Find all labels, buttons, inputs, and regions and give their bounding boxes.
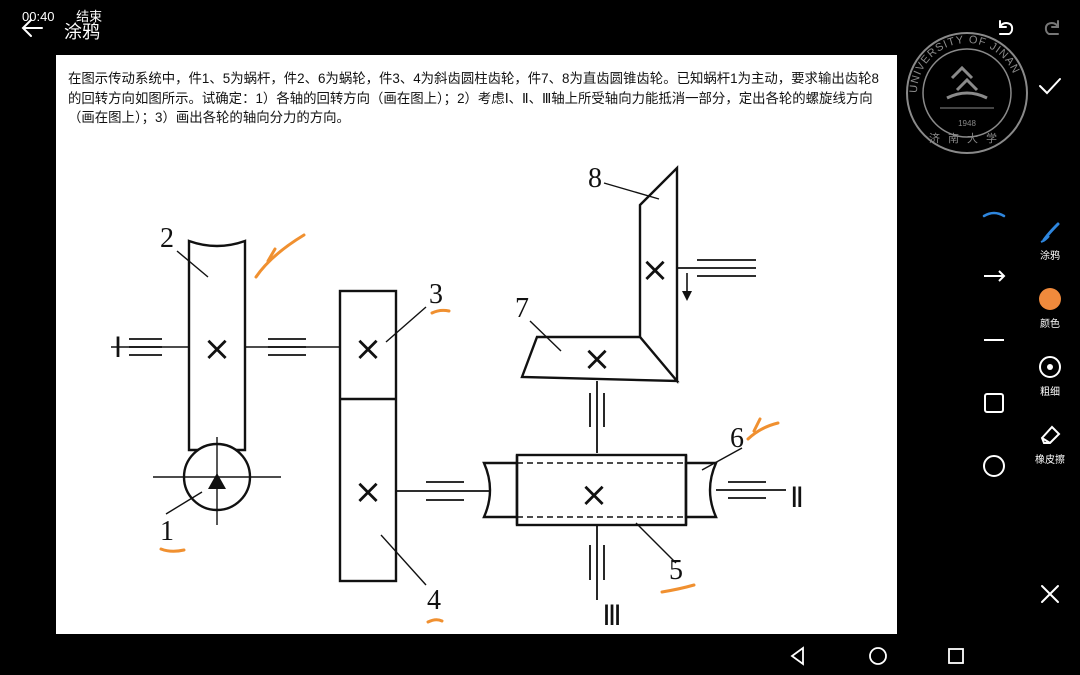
doodle-annotations [159,233,780,624]
seal-cn: 济南大学 [929,131,1005,145]
eraser-icon[interactable] [1032,416,1068,452]
page-title: 涂鸦 [64,22,100,42]
label-part-4: 4 [427,585,441,616]
thickness-icon[interactable] [1032,348,1068,384]
color-swatch-icon[interactable] [1032,280,1068,316]
pen-stroke-preview-icon[interactable] [976,196,1012,232]
axis-mark-gear8: × [641,250,670,290]
close-icon[interactable] [1036,580,1064,608]
nav-back-icon[interactable] [786,644,810,668]
label-part-2: 2 [160,223,174,254]
transmission-diagram: × × × × × × 2 1 3 4 7 8 6 5 Ⅰ Ⅱ Ⅲ [111,163,804,632]
circle-tool-icon[interactable] [976,448,1012,484]
undo-icon[interactable] [994,16,1018,40]
eraser-label: 橡皮擦 [1035,455,1065,466]
doodle-brush-icon[interactable] [1032,214,1068,250]
problem-text: 在图示传动系统中，件1、5为蜗杆，件2、6为蜗轮，件3、4为斜齿圆柱齿轮，件7、… [68,71,879,125]
axis-mark-gear3: × [354,329,383,369]
axis-mark-gear2: × [203,329,232,369]
university-seal-watermark: UNIVERSITY OF JINAN 1948 济南大学 [906,32,1028,154]
thickness-label: 粗细 [1040,387,1060,398]
label-shaft-I: Ⅰ [114,333,122,364]
label-shaft-II: Ⅱ [790,483,804,514]
arrow-tool-icon[interactable] [976,258,1012,294]
label-part-5: 5 [669,555,683,586]
label-part-3: 3 [429,279,443,310]
axis-mark-gear7: × [583,339,612,379]
label-part-1: 1 [160,516,174,547]
color-label: 颜色 [1040,319,1060,330]
status-end-label: 结束 [76,9,103,24]
nav-home-icon[interactable] [866,644,890,668]
seal-year: 1948 [958,119,976,128]
nav-recents-icon[interactable] [944,644,968,668]
label-part-8: 8 [588,163,602,194]
problem-image: 在图示传动系统中，件1、5为蜗杆，件2、6为蜗轮，件3、4为斜齿圆柱齿轮，件7、… [56,55,897,634]
axis-mark-gear5: × [580,475,609,515]
seal-text: UNIVERSITY OF JINAN [908,34,1021,93]
label-shaft-III: Ⅲ [602,601,621,632]
svg-text:UNIVERSITY OF JINAN: UNIVERSITY OF JINAN [908,34,1022,93]
confirm-check-icon[interactable] [1036,72,1064,100]
redo-icon[interactable] [1040,16,1064,40]
rectangle-tool-icon[interactable] [976,385,1012,421]
axis-mark-gear4: × [354,472,383,512]
doodle-label: 涂鸦 [1040,251,1060,262]
label-part-6: 6 [730,423,744,454]
line-tool-icon[interactable] [976,322,1012,358]
label-part-7: 7 [515,293,529,324]
back-arrow-icon[interactable] [18,14,46,42]
